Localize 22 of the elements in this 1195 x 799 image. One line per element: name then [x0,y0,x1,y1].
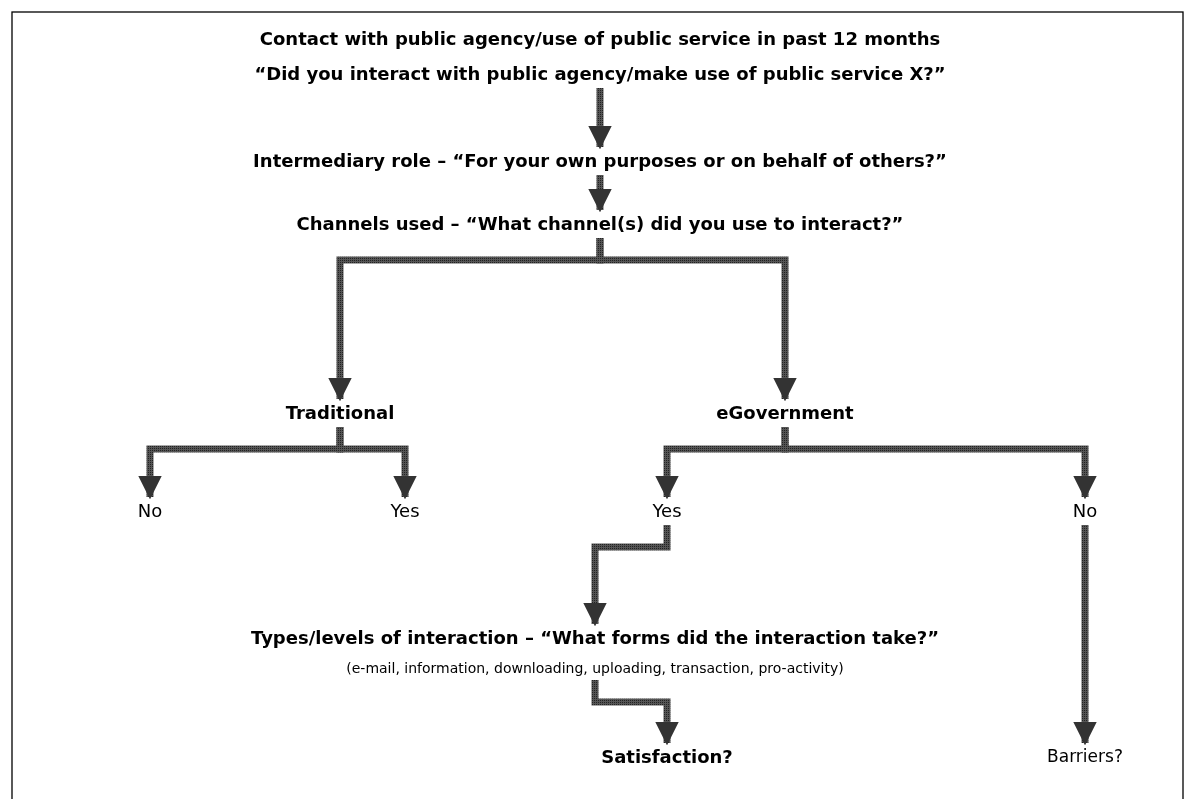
answer-label: Yes [390,500,420,521]
outcome-label: Satisfaction? [601,746,733,767]
arrow [781,427,1097,500]
answer-label: Yes [652,500,682,521]
arrow [336,427,417,500]
question-text: Intermediary role – “For your own purposes or on behalf of others?” [253,150,947,171]
category-label: Traditional [285,402,395,423]
arrow [1073,525,1097,746]
arrow [588,175,612,213]
examples-note: (e-mail, information, downloading, uploading, transaction, pro-activity) [345,660,845,676]
question-text: Channels used – “What channel(s) did you use to interact?” [296,213,904,234]
arrow [591,680,679,746]
category-label: eGovernment [716,402,854,423]
arrow [596,238,797,402]
arrow [583,525,671,627]
question-text: “Did you interact with public agency/make use of public service X?” [254,63,946,84]
question-text: Types/levels of interaction – “What forms did the interaction take?” [251,627,939,648]
arrow [588,88,612,150]
answer-label: No [1072,500,1098,521]
heading: Contact with public agency/use of public service in past 12 months [258,28,942,49]
answer-label: No [137,500,163,521]
outcome-label: Barriers? [1047,746,1123,766]
